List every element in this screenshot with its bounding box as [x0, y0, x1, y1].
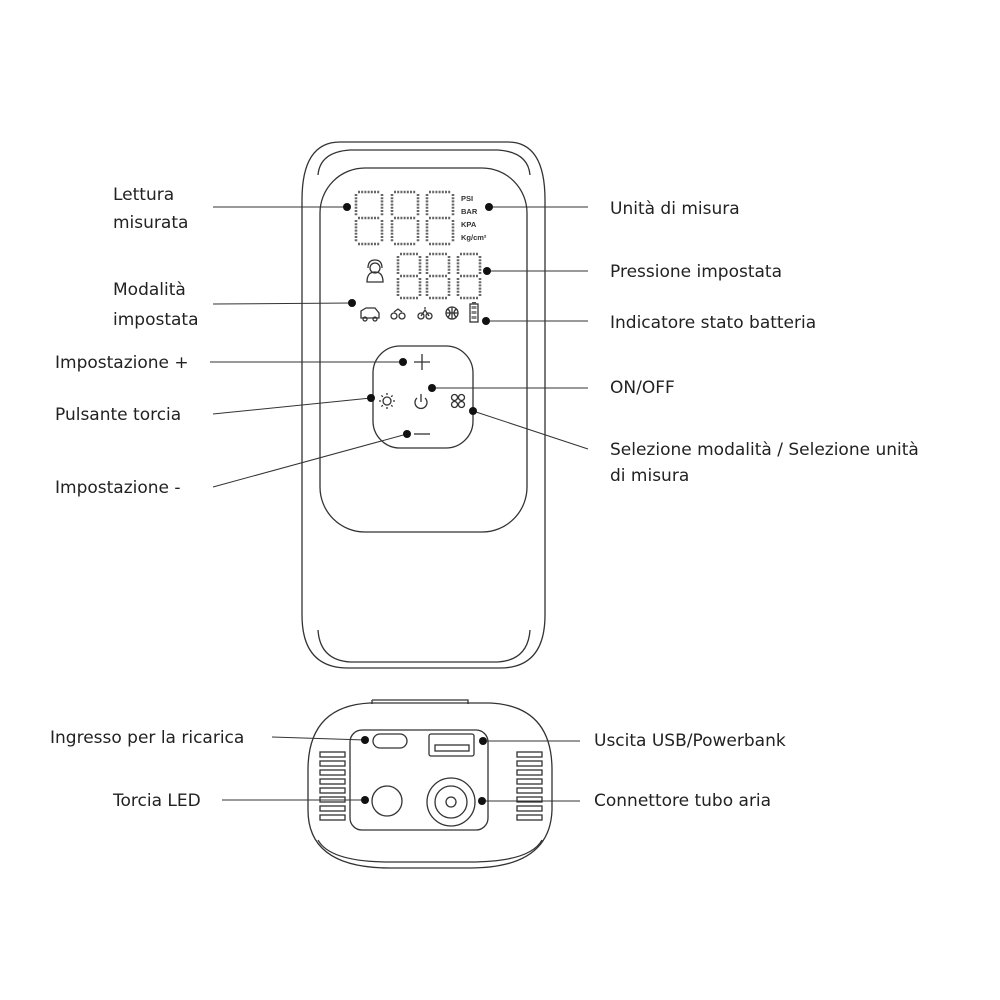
vent-slot — [516, 805, 543, 812]
label-charging-input: Ingresso per la ricarica — [50, 728, 244, 748]
label-set-mode-2: impostata — [113, 310, 199, 330]
lcd-digit — [396, 252, 422, 300]
vent-slot — [516, 751, 543, 758]
vent-slot — [516, 787, 543, 794]
mode-button[interactable] — [450, 393, 466, 409]
mode-icon — [450, 393, 466, 409]
lcd-digit — [456, 252, 482, 300]
person-icon — [366, 259, 384, 283]
vent-slot — [516, 814, 543, 821]
vent-slot — [516, 796, 543, 803]
motorcycle-icon — [390, 308, 406, 320]
vent-slot — [516, 778, 543, 785]
bottom-device — [307, 699, 553, 869]
usb-c-port — [372, 733, 408, 749]
battery-icon — [469, 302, 479, 323]
label-setting-minus: Impostazione - — [55, 478, 181, 498]
unit-kgcm2: Kg/cm² — [461, 233, 487, 242]
air-hose-connector — [426, 777, 476, 827]
front-panel — [319, 167, 528, 533]
bicycle-icon — [417, 307, 433, 320]
bottom-panel — [349, 729, 489, 831]
led-torch — [371, 785, 403, 817]
label-unit-of-measure: Unità di misura — [610, 199, 740, 219]
vent-grilles — [319, 751, 543, 821]
sun-icon — [382, 396, 392, 406]
unit-psi: PSI — [461, 194, 473, 203]
power-icon — [414, 397, 428, 410]
car-icon — [360, 307, 380, 322]
unit-kpa: KPA — [461, 220, 477, 229]
vent-slot — [319, 814, 346, 821]
label-measured-reading-1: Lettura — [113, 185, 174, 205]
label-led-torch: Torcia LED — [112, 791, 201, 811]
label-mode-unit-select-2: di misura — [610, 466, 689, 486]
power-button[interactable] — [414, 394, 428, 410]
vent-slot — [319, 778, 346, 785]
callouts — [210, 203, 589, 805]
label-battery-indicator: Indicatore stato batteria — [610, 313, 816, 333]
plus-icon — [414, 354, 430, 370]
ball-icon — [445, 306, 459, 320]
label-torch-button: Pulsante torcia — [55, 405, 181, 425]
usb-a-port — [428, 733, 475, 757]
plus-button[interactable] — [414, 354, 430, 370]
label-set-pressure: Pressione impostata — [610, 262, 782, 282]
label-setting-plus: Impostazione + — [55, 353, 189, 373]
lcd-digit — [354, 190, 384, 246]
front-device: PSI BAR KPA Kg/cm² — [301, 141, 546, 669]
vent-slot — [319, 787, 346, 794]
vent-slot — [319, 769, 346, 776]
vent-slot — [319, 760, 346, 767]
vent-slot — [516, 769, 543, 776]
lcd-digit — [390, 190, 420, 246]
torch-button[interactable] — [379, 393, 395, 409]
label-on-off: ON/OFF — [610, 378, 675, 398]
unit-bar: BAR — [461, 207, 478, 216]
label-air-hose-connector: Connettore tubo aria — [594, 791, 771, 811]
label-measured-reading-2: misurata — [113, 213, 188, 233]
lcd-digit — [425, 252, 451, 300]
lcd-digit — [425, 190, 455, 246]
lcd-display — [354, 190, 482, 300]
label-set-mode-1: Modalità — [113, 280, 186, 300]
label-mode-unit-select-1: Selezione modalità / Selezione unità — [610, 440, 919, 460]
label-usb-output: Uscita USB/Powerbank — [594, 731, 786, 751]
vent-slot — [319, 805, 346, 812]
vent-slot — [319, 751, 346, 758]
vent-slot — [516, 760, 543, 767]
